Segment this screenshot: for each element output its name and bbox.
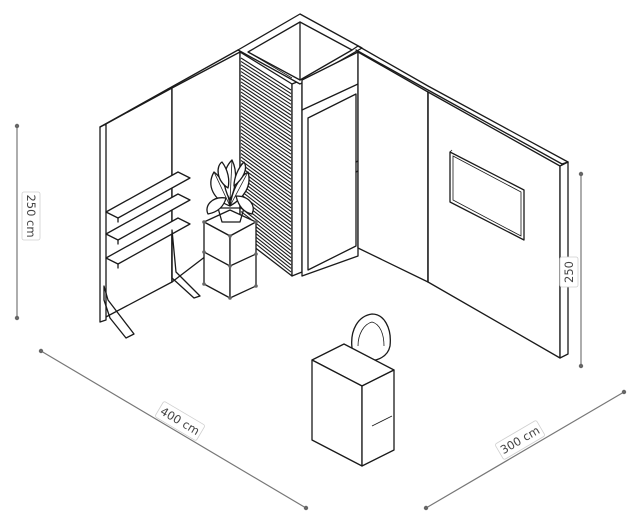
slat bbox=[240, 211, 292, 252]
plant-stand bbox=[202, 209, 258, 300]
slat bbox=[240, 84, 292, 119]
slat bbox=[240, 187, 292, 227]
counter bbox=[311, 343, 395, 467]
dimension-label-width-front: 400 cm bbox=[155, 401, 205, 441]
slat bbox=[240, 207, 292, 248]
slat bbox=[240, 136, 292, 173]
slat bbox=[240, 74, 292, 109]
slat bbox=[240, 67, 292, 102]
slat bbox=[240, 108, 292, 144]
dimension-lines bbox=[14, 123, 627, 511]
slat bbox=[240, 125, 292, 162]
svg-text:250 cm: 250 cm bbox=[24, 194, 38, 237]
wall-screen bbox=[449, 149, 525, 241]
slat bbox=[240, 183, 292, 223]
top-frame bbox=[237, 13, 363, 85]
depth-right-line bbox=[425, 391, 625, 509]
slat bbox=[240, 149, 292, 187]
slat bbox=[240, 159, 292, 198]
storage-room-front bbox=[301, 51, 361, 277]
slat bbox=[240, 122, 292, 159]
slat bbox=[240, 146, 292, 184]
slat bbox=[240, 88, 292, 123]
slat bbox=[240, 112, 292, 148]
slat bbox=[240, 78, 292, 112]
slat bbox=[240, 166, 292, 205]
slat bbox=[240, 163, 292, 202]
slat bbox=[240, 142, 292, 180]
slat bbox=[240, 132, 292, 169]
potted-plant bbox=[206, 159, 254, 223]
dimension-label-height-right: 250 bbox=[559, 256, 579, 288]
slat bbox=[240, 176, 292, 216]
slat bbox=[240, 129, 292, 166]
dimension-label-depth-right: 300 cm bbox=[495, 420, 545, 460]
slat bbox=[240, 190, 292, 230]
slat bbox=[240, 71, 292, 105]
slat bbox=[240, 101, 292, 137]
dimension-label-height-left: 250 cm bbox=[21, 191, 41, 241]
storage-door bbox=[307, 93, 357, 271]
slat bbox=[240, 156, 292, 194]
width-front-line bbox=[40, 350, 307, 509]
slat bbox=[240, 81, 292, 116]
slat bbox=[240, 115, 292, 152]
slat bbox=[240, 118, 292, 155]
slat bbox=[240, 64, 292, 98]
slat bbox=[240, 60, 292, 95]
slat bbox=[240, 95, 292, 130]
slat bbox=[240, 91, 292, 127]
slat bbox=[240, 153, 292, 191]
svg-text:250: 250 bbox=[562, 261, 576, 283]
wall-shelves bbox=[103, 171, 201, 339]
slat bbox=[240, 105, 292, 141]
slat bbox=[240, 139, 292, 177]
slat bbox=[240, 180, 292, 219]
slat bbox=[240, 98, 292, 134]
slat bbox=[240, 57, 292, 91]
